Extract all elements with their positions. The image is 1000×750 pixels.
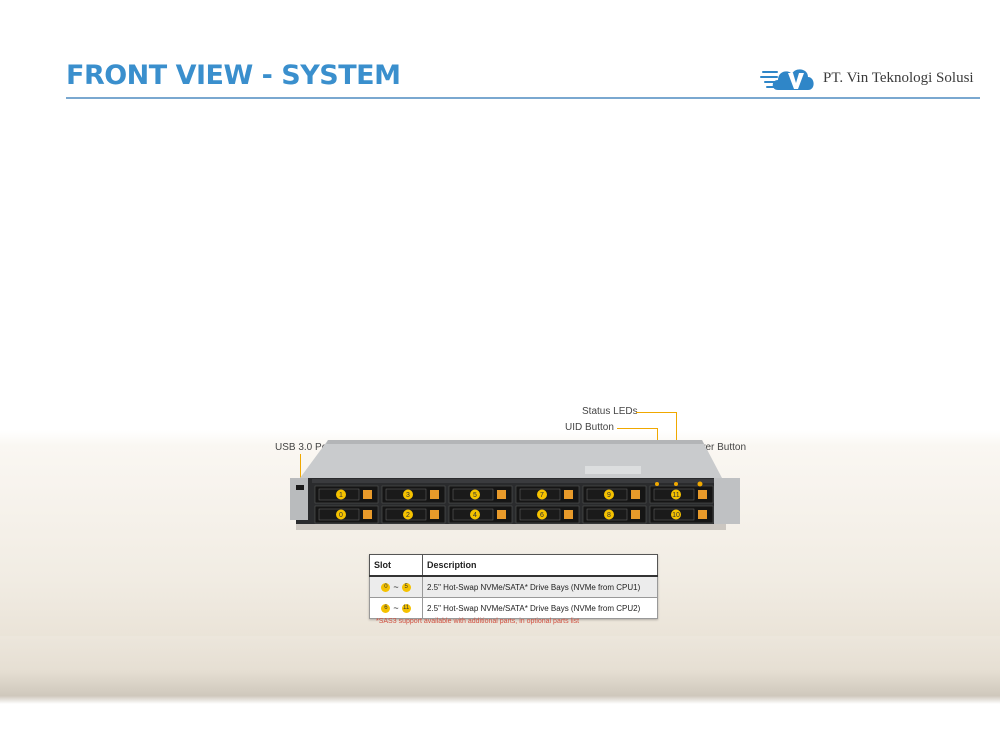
bay-number-label: 6 (540, 512, 544, 519)
bay-number-label: 2 (406, 512, 410, 519)
slot-description: 2.5" Hot-Swap NVMe/SATA* Drive Bays (NVM… (422, 597, 658, 619)
bay-number-badge (671, 489, 681, 500)
bay-number-badge (403, 489, 413, 500)
front-label-strip (312, 479, 716, 483)
drive-release-tab (698, 510, 707, 519)
usb-port (296, 485, 304, 490)
slot-badge: 11 (401, 603, 411, 613)
drive-release-tab (430, 490, 439, 499)
table-row: 0~5 2.5" Hot-Swap NVMe/SATA* Drive Bays … (369, 575, 658, 598)
drive-release-tab (564, 490, 573, 499)
uid-button (655, 482, 659, 486)
bay-number-badge (604, 489, 614, 500)
bay-number-label: 1 (339, 492, 343, 499)
bay-number-label: 7 (540, 492, 544, 499)
bay-number-badge (671, 509, 681, 520)
drive-release-tab (698, 490, 707, 499)
bay-number-label: 3 (406, 492, 410, 499)
right-rack-ear (714, 478, 740, 524)
bay-number-badge (537, 489, 547, 500)
slot-range: 0~5 (369, 575, 423, 598)
logo-v-letter (788, 73, 804, 89)
bay-number-label: 8 (607, 512, 611, 519)
chassis-top (300, 440, 722, 478)
bay-number-badge (537, 509, 547, 520)
cloud-logo-icon (760, 69, 814, 90)
bay-number-label: 10 (672, 512, 680, 519)
logo-speed-line (762, 71, 778, 73)
table-row: 6~11 2.5" Hot-Swap NVMe/SATA* Drive Bays… (369, 597, 658, 619)
slot-table: Slot Description 0~5 2.5" Hot-Swap NVMe/… (369, 554, 658, 619)
slot-range: 6~11 (369, 597, 423, 619)
drive-release-tab (363, 510, 372, 519)
bay-number-badge (604, 509, 614, 520)
slot-badge: 0 (381, 582, 391, 592)
bay-number-label: 11 (672, 492, 679, 499)
bay-number-badge (336, 489, 346, 500)
header-description: Description (422, 554, 658, 577)
logo-text: PT. Vin Teknologi Solusi (823, 70, 974, 86)
callout-usb-port: USB 3.0 Port (275, 442, 334, 453)
logo-speed-line (760, 76, 778, 78)
drive-release-tab (430, 510, 439, 519)
slot-badge: 6 (381, 603, 391, 613)
leader-usb-v (300, 454, 301, 486)
callout-power-button: Power Button (686, 442, 747, 453)
leader-uid-h (617, 428, 658, 429)
chassis-shadow (296, 524, 726, 530)
company-logo: PT. Vin Teknologi Solusi (760, 62, 985, 96)
drive-release-tab (631, 510, 640, 519)
callout-status-leds: Status LEDs (582, 406, 638, 417)
bay-number-label: 0 (339, 512, 343, 519)
callout-uid-button: UID Button (565, 422, 614, 433)
server-front-panel: 1 3 5 7 9 11 0 2 4 6 8 10 (290, 440, 740, 530)
bay-number-badge (470, 509, 480, 520)
drive-release-tab (363, 490, 372, 499)
bay-number-label: 4 (473, 512, 477, 519)
drive-release-tab (497, 490, 506, 499)
status-led (674, 482, 678, 486)
drive-release-tab (631, 490, 640, 499)
drive-release-tab (497, 510, 506, 519)
slot-badge: 5 (401, 582, 411, 592)
background-shelf (0, 636, 1000, 704)
slot-description: 2.5" Hot-Swap NVMe/SATA* Drive Bays (NVM… (422, 575, 658, 598)
left-rack-ear (290, 478, 308, 520)
header-slot: Slot (369, 554, 423, 577)
bay-number-badge (403, 509, 413, 520)
title-divider (66, 97, 980, 99)
bay-number-badge (336, 509, 346, 520)
chassis-top-edge (326, 440, 704, 444)
drive-release-tab (564, 510, 573, 519)
leader-status-leds-h (636, 412, 677, 413)
power-button (697, 481, 703, 487)
bay-number-label: 9 (607, 492, 611, 499)
bay-number-label: 5 (473, 492, 477, 499)
chassis-top-panel (585, 466, 641, 474)
page-title: FRONT VIEW - SYSTEM (66, 60, 401, 91)
bay-number-badge (470, 489, 480, 500)
table-footnote: *SAS3 support available with additional … (376, 618, 580, 625)
table-header-row: Slot Description (369, 554, 658, 577)
